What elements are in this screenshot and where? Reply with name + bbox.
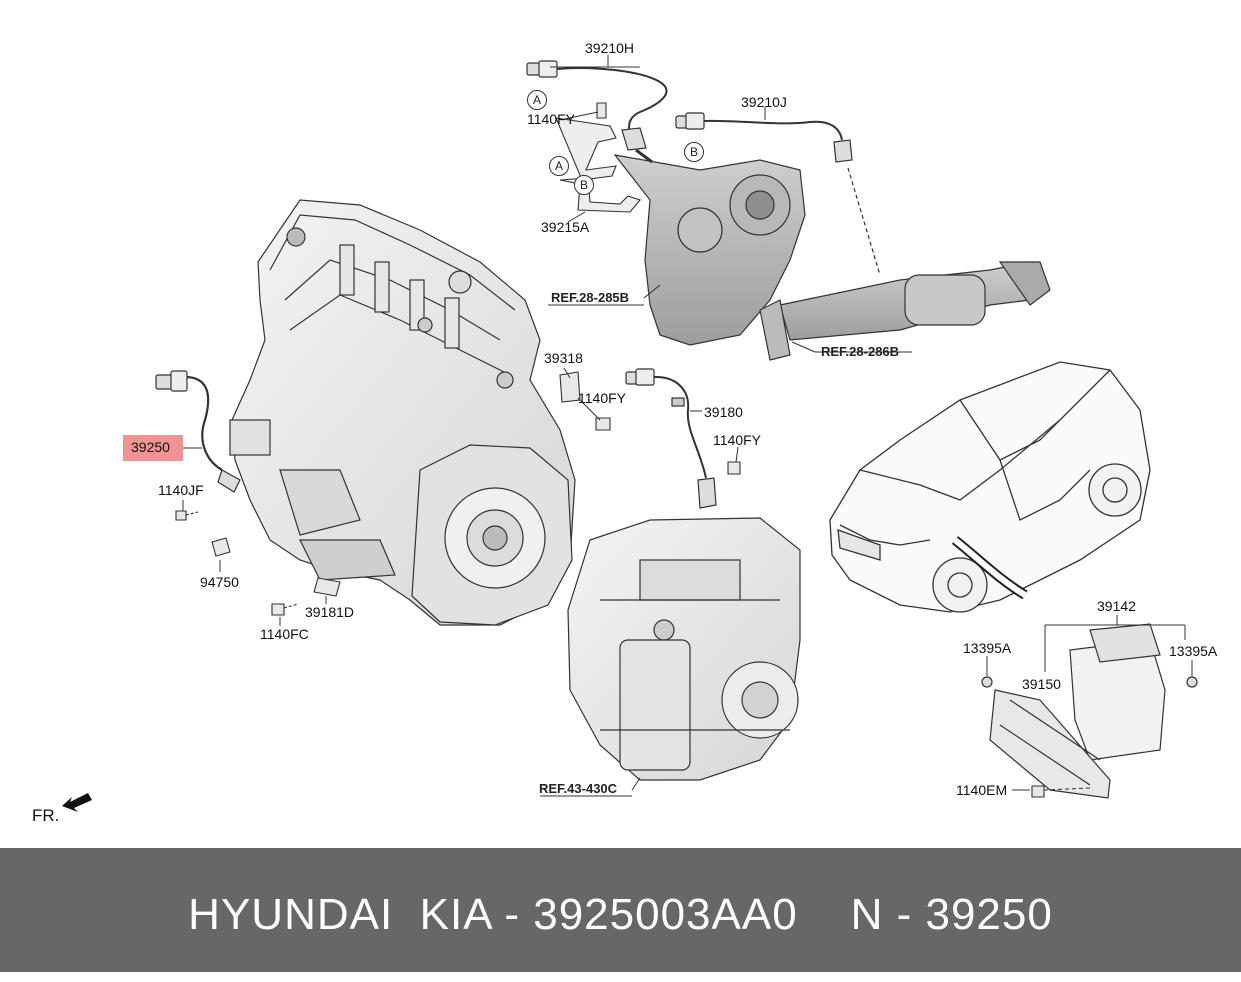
engine-block [229,199,576,626]
ref-28-286B: REF.28-286B [821,344,900,359]
front-label: FR. [32,806,60,825]
label-13395A-right: 13395A [1169,643,1218,659]
label-39318: 39318 [544,350,583,366]
label-39181D: 39181D [305,604,355,620]
label-39210H: 39210H [585,40,635,56]
marker-b-bracket: B [574,175,594,195]
ref-43-430C: REF.43-430C [539,781,618,796]
label-1140FY-right: 1140FY [713,432,761,448]
label-39150: 39150 [1022,676,1061,692]
oxygen-sensor-39210H [526,60,668,164]
label-39210J: 39210J [741,94,787,110]
highlight-39250 [123,435,183,461]
label-1140EM: 1140EM [956,782,1008,798]
ecu-assembly [981,623,1198,799]
label-39180: 39180 [704,404,743,420]
bolts [175,102,1045,798]
marker-a-top: A [527,90,547,110]
car-illustration [829,361,1151,613]
sensor-39180 [625,368,717,509]
label-39142: 39142 [1097,598,1136,614]
marker-b-top: B [684,142,704,162]
diagram-drawing [62,55,1198,812]
exhaust-assembly [613,154,1051,361]
ref-28-285B: REF.28-285B [551,290,630,305]
label-1140FY-top: 1140FY [527,111,575,127]
knock-sensor-39250 [155,370,241,493]
part-number-text: HYUNDAI KIA - 3925003AA0 N - 39250 [188,890,1053,939]
label-39215A: 39215A [541,219,590,235]
label-13395A-left: 13395A [963,640,1012,656]
leader-lines [182,55,1193,797]
label-94750: 94750 [200,574,239,590]
parts-diagram: 39210H 1140FY 39210J 39215A 39318 1140FY… [32,40,1218,825]
label-39250: 39250 [131,439,170,455]
label-1140FY-mid: 1140FY [578,390,626,406]
front-arrow-icon [62,793,92,812]
oxygen-sensor-39210J [675,112,881,276]
label-1140FC: 1140FC [260,626,309,642]
transmission [567,517,801,781]
footer-bar: HYUNDAI KIA - 3925003AA0 N - 39250 [0,848,1241,972]
marker-a-bracket: A [549,156,569,176]
label-1140JF: 1140JF [158,482,204,498]
